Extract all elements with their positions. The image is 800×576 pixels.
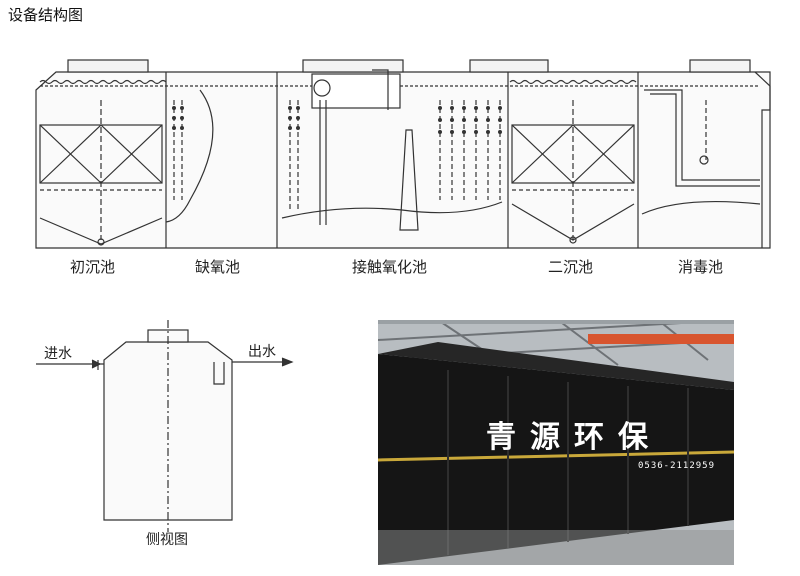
label-anoxic: 缺氧池 (195, 258, 240, 276)
label-secondary-settling: 二沉池 (548, 258, 593, 276)
equipment-photo (378, 320, 734, 565)
label-primary-settling: 初沉池 (70, 258, 115, 276)
process-diagram: 初沉池 缺氧池 接触氧化池 二沉池 消毒池 (35, 59, 771, 276)
label-disinfection: 消毒池 (678, 258, 723, 276)
side-view-caption: 侧视图 (146, 532, 188, 548)
label-contact-oxidation: 接触氧化池 (352, 258, 427, 276)
side-view-diagram: 进水 出水 侧视图 (36, 320, 294, 548)
inlet-label: 进水 (44, 346, 72, 362)
phone-watermark: 0536-2112959 (638, 461, 716, 471)
brand-watermark: 青源环保 (486, 420, 662, 455)
figure-title: 设备结构图 (8, 6, 84, 24)
outlet-label: 出水 (248, 344, 276, 360)
equipment-photo-drawing (378, 320, 734, 565)
